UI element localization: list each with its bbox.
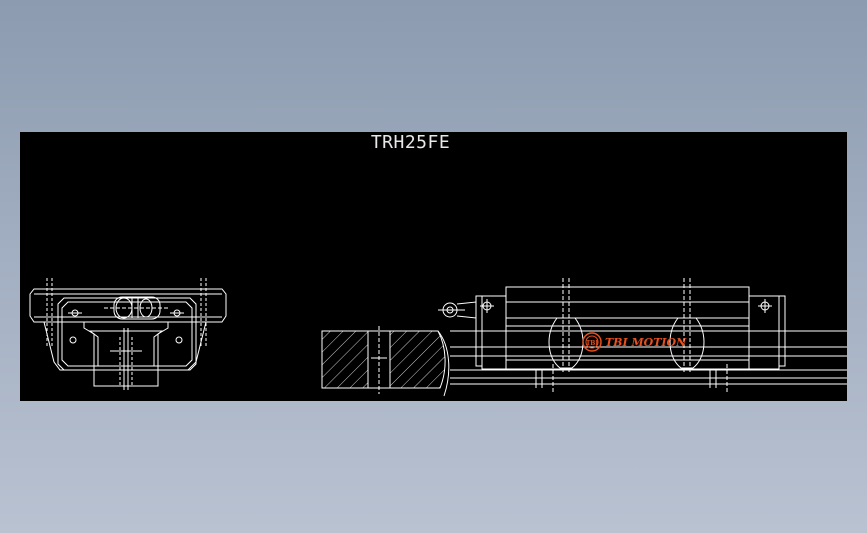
cad-viewport[interactable]: TRH25FE — [20, 132, 847, 401]
end-view — [29, 278, 227, 390]
cad-drawing: TBI TBI MOTION — [29, 278, 847, 397]
tbi-logo: TBI — [582, 332, 602, 352]
side-view — [321, 278, 847, 397]
tbi-logo-text: TBI — [586, 340, 599, 347]
brand-text: TBI MOTION — [605, 336, 687, 349]
drawing-title: TRH25FE — [370, 132, 451, 153]
